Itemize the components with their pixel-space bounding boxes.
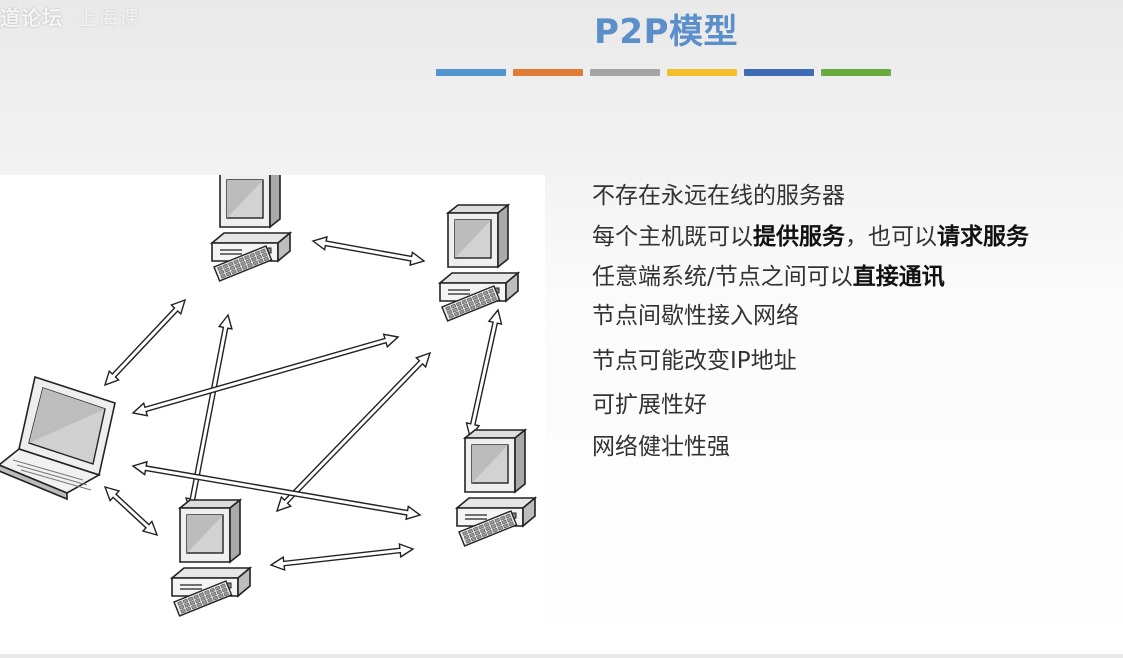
title-color-bar [513, 69, 583, 76]
link-arrow [311, 235, 426, 267]
feature-item-text: 任意端系统/节点之间可以 [592, 264, 853, 290]
network-diagram-svg [0, 163, 538, 617]
feature-item: 任意端系统/节点之间可以直接通讯 [592, 257, 945, 291]
feature-item-text: 不存在永远在线的服务器 [592, 183, 845, 209]
links-layer [103, 235, 503, 572]
laptop-icon [0, 375, 116, 501]
desktop-computer-icon [437, 203, 521, 322]
link-arrow [275, 351, 432, 513]
link-arrow [465, 308, 503, 439]
link-arrow [131, 333, 400, 417]
title-color-bar [590, 69, 660, 76]
title-color-bar [744, 69, 814, 76]
feature-item-emphasis: 直接通讯 [852, 264, 945, 290]
feature-item: 可扩展性好 [592, 385, 707, 419]
link-arrow [103, 485, 159, 537]
feature-item: 节点间歇性接入网络 [592, 296, 799, 330]
feature-item: 不存在永远在线的服务器 [592, 176, 845, 210]
feature-item-emphasis: 提供服务 [753, 224, 845, 250]
feature-item-emphasis: 请求服务 [937, 224, 1029, 250]
desktop-computer-icon [209, 163, 293, 282]
desktop-computer-icon [169, 498, 253, 617]
link-arrow [269, 542, 415, 572]
feature-item-text: ，也可以 [845, 224, 937, 250]
title-color-bar [821, 69, 891, 76]
title-color-bar [667, 69, 737, 76]
nodes-layer [0, 163, 538, 617]
watermark-text-secondary: 上海课 [77, 6, 140, 30]
feature-item: 网络健壮性强 [592, 427, 730, 461]
desktop-computer-icon [454, 428, 538, 547]
feature-item-text: 每个主机既可以 [592, 224, 753, 250]
link-arrow [131, 460, 422, 521]
feature-item: 每个主机既可以提供服务，也可以请求服务 [592, 217, 1029, 251]
feature-item-text: 节点可能改变IP地址 [592, 348, 797, 374]
title-color-bars [436, 69, 891, 76]
feature-item: 节点可能改变IP地址 [592, 341, 797, 375]
slide-title: P2P模型 [594, 12, 738, 52]
link-arrow [103, 298, 187, 387]
p2p-network-diagram [0, 163, 545, 654]
title-color-bar [436, 69, 506, 76]
feature-item-text: 节点间歇性接入网络 [592, 303, 799, 329]
feature-item-text: 网络健壮性强 [592, 434, 730, 460]
watermark: 道论坛上海课 [0, 2, 140, 31]
watermark-text: 道论坛 [0, 6, 63, 30]
feature-item-text: 可扩展性好 [592, 392, 707, 418]
